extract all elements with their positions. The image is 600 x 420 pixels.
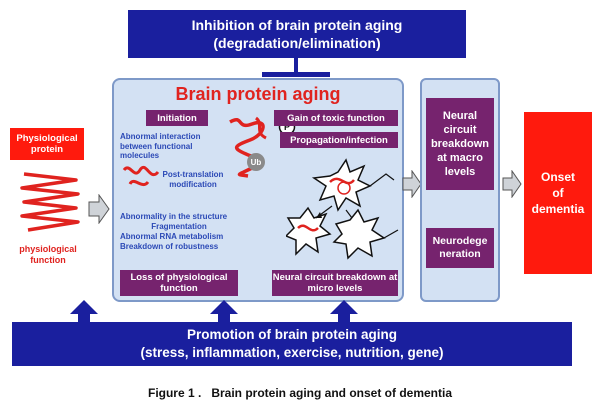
abnormal-structure-text: Abnormality in the structure bbox=[120, 212, 228, 221]
inhibition-box: Inhibition of brain protein aging (degra… bbox=[128, 10, 466, 58]
inhibition-t-bar bbox=[262, 72, 330, 77]
circuit-macro-box: Neural circuit breakdown at macro levels bbox=[426, 98, 494, 190]
circuit-macro-label: Neural circuit breakdown at macro levels bbox=[430, 110, 490, 178]
promotion-subtitle: (stress, inflammation, exercise, nutriti… bbox=[140, 345, 444, 360]
ubiquitin-badge: Ub bbox=[250, 157, 262, 167]
robustness-text: Breakdown of robustness bbox=[120, 242, 219, 251]
protein-coil-icon bbox=[20, 172, 80, 232]
inhibition-title: Inhibition of brain protein aging bbox=[191, 17, 403, 33]
arrow-to-aging-icon bbox=[88, 194, 110, 224]
initiation-label: Initiation bbox=[157, 112, 197, 124]
promotion-title: Promotion of brain protein aging bbox=[187, 327, 397, 342]
protein-tangle-icon bbox=[229, 116, 267, 178]
physiological-function-label: physiological function bbox=[19, 244, 77, 265]
figure-caption: Figure 1 . Brain protein aging and onset… bbox=[147, 386, 453, 400]
arrow-to-circuit-icon bbox=[402, 170, 422, 198]
propagation-box: Propagation/infection bbox=[280, 132, 398, 148]
onset-label-1: Onset bbox=[540, 170, 575, 184]
abnormal-interaction-text: Abnormal interaction between functional … bbox=[120, 132, 201, 160]
inhibition-connector bbox=[294, 58, 298, 74]
propagation-label: Propagation/infection bbox=[290, 134, 388, 146]
loss-function-box: Loss of physiological function bbox=[120, 270, 238, 296]
gain-toxic-box: Gain of toxic function bbox=[274, 110, 398, 126]
macro-level-panel: Neural circuit breakdown at macro levels… bbox=[420, 78, 500, 302]
rna-metabolism-text: Abnormal RNA metabolism bbox=[120, 232, 224, 241]
initiation-box: Initiation bbox=[146, 110, 208, 126]
circuit-micro-label: Neural circuit breakdown at micro levels bbox=[272, 272, 398, 294]
circuit-micro-box: Neural circuit breakdown at micro levels bbox=[272, 270, 398, 296]
promotion-box: Promotion of brain protein aging (stress… bbox=[12, 322, 572, 366]
arrow-to-onset-icon bbox=[502, 170, 522, 198]
brain-protein-aging-panel: Brain protein aging Initiation Abnormal … bbox=[112, 78, 404, 302]
inhibition-subtitle: (degradation/elimination) bbox=[213, 35, 381, 51]
loss-function-label: Loss of physiological function bbox=[130, 272, 228, 294]
post-translation-text: Post-translation modification bbox=[162, 170, 224, 189]
physiological-protein-label: Physiological protein bbox=[16, 133, 78, 155]
promotion-arrow-icon bbox=[330, 300, 358, 324]
neurodegeneration-label: Neurodege neration bbox=[432, 235, 488, 260]
onset-dementia-box: Onset of dementia bbox=[524, 112, 592, 274]
neurodegeneration-box: Neurodege neration bbox=[426, 228, 494, 268]
phosphorylation-badge: P bbox=[283, 122, 290, 132]
misfolded-protein-icon bbox=[122, 166, 160, 187]
onset-label-3: dementia bbox=[531, 202, 585, 216]
promotion-arrow-icon bbox=[210, 300, 238, 324]
gain-toxic-label: Gain of toxic function bbox=[287, 112, 385, 124]
onset-label-2: of bbox=[552, 186, 564, 200]
brain-protein-aging-title: Brain protein aging bbox=[175, 84, 341, 104]
promotion-arrow-icon bbox=[70, 300, 98, 324]
ubiquitin-icon bbox=[247, 153, 265, 171]
physiological-protein-box: Physiological protein bbox=[10, 128, 84, 160]
neurons-illustration bbox=[286, 158, 399, 260]
fragmentation-text: Fragmentation bbox=[151, 222, 207, 231]
promotion-arrows bbox=[70, 300, 358, 324]
